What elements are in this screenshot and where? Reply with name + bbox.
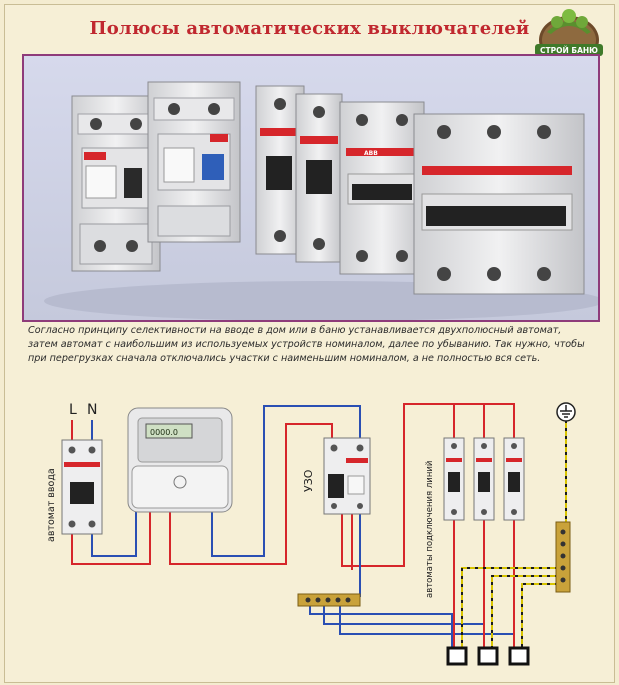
page-title: Полюсы автоматических выключателей: [89, 18, 530, 39]
neutral-label: N: [87, 402, 97, 418]
product-photo: ABB: [22, 54, 600, 322]
line-breaker-1: [443, 437, 465, 521]
ground-wires: [461, 420, 567, 650]
brand-label: ABB: [364, 150, 378, 157]
ground-symbol-icon: [556, 402, 576, 422]
neutral-wires: [91, 405, 515, 650]
breaker-3pole: [413, 113, 585, 295]
breaker-2pole: [339, 101, 425, 275]
logo-text: СТРОЙ БАНЮ: [540, 46, 598, 55]
neutral-bus-bar: [297, 593, 361, 607]
rcd-device-1: [71, 95, 161, 272]
output-socket-1: [446, 646, 468, 666]
load-phase-wires: [453, 520, 515, 650]
outputs: [446, 646, 530, 666]
phase-label: L: [69, 402, 77, 418]
rcd-device-2: [147, 81, 241, 243]
breakers-illustration: ABB: [24, 56, 598, 320]
output-socket-2: [477, 646, 499, 666]
breaker-1pole-b: [295, 93, 343, 263]
logo-mark: [535, 9, 603, 64]
ground-bus-bar: [555, 521, 571, 593]
electricity-meter: [127, 407, 233, 513]
input-breaker: [61, 439, 103, 535]
rcd-label: УЗО: [302, 469, 315, 492]
output-socket-3: [508, 646, 530, 666]
meter-display: 0000.0: [150, 428, 178, 437]
line-breakers-label: автоматы подключения линий: [425, 461, 435, 598]
logo: СТРОЙ БАНЮ: [535, 9, 603, 64]
phase-wires: [71, 403, 515, 570]
caption-text: Согласно принципу селективности на вводе…: [28, 325, 585, 364]
line-breaker-3: [503, 437, 525, 521]
line-breaker-2: [473, 437, 495, 521]
rcd-device: [323, 437, 371, 515]
input-breaker-label: автомат ввода: [46, 468, 57, 542]
wiring-diagram: L N: [46, 402, 576, 666]
